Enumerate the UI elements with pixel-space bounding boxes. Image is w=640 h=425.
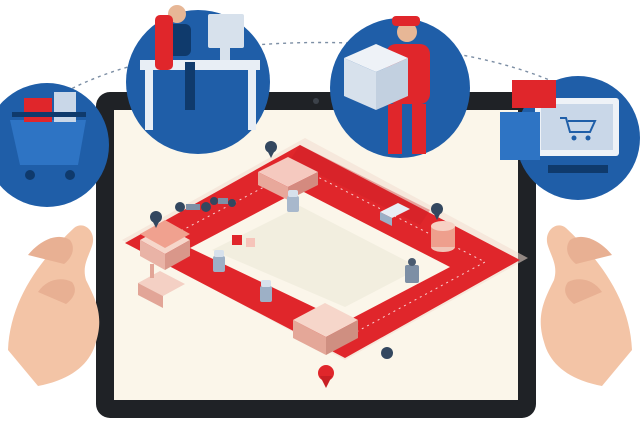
location-pin-icon-3 [318,365,334,388]
office-worker-icon [140,5,260,130]
delivery-courier-icon [344,16,430,154]
connection-arc [59,41,581,96]
robot-icon-3 [260,280,272,302]
office-bubble [126,5,270,154]
drone-icon [175,202,211,212]
computer-bubble [500,76,640,200]
office-building-icon [293,303,358,355]
right-hand [540,225,632,386]
bank-building-icon [140,220,190,270]
location-pin-icon [150,211,162,228]
robot-icon-2 [213,250,225,272]
left-hand [8,225,100,386]
robot-icon [287,190,299,212]
ecommerce-computer-icon [500,80,619,173]
shopping-cart-icon [10,92,86,180]
person-icon [405,258,419,283]
location-pin-icon-4 [381,347,393,359]
shopping-bubble [0,83,109,207]
location-pin-icon-5 [265,141,277,158]
package-icon [232,235,255,247]
coin-stack-icon [431,221,455,252]
drone-icon-2 [210,197,236,207]
factory-icon [138,264,185,308]
courier-bubble [330,16,470,158]
location-pin-icon-2 [431,203,443,220]
truck-icon [380,203,410,226]
